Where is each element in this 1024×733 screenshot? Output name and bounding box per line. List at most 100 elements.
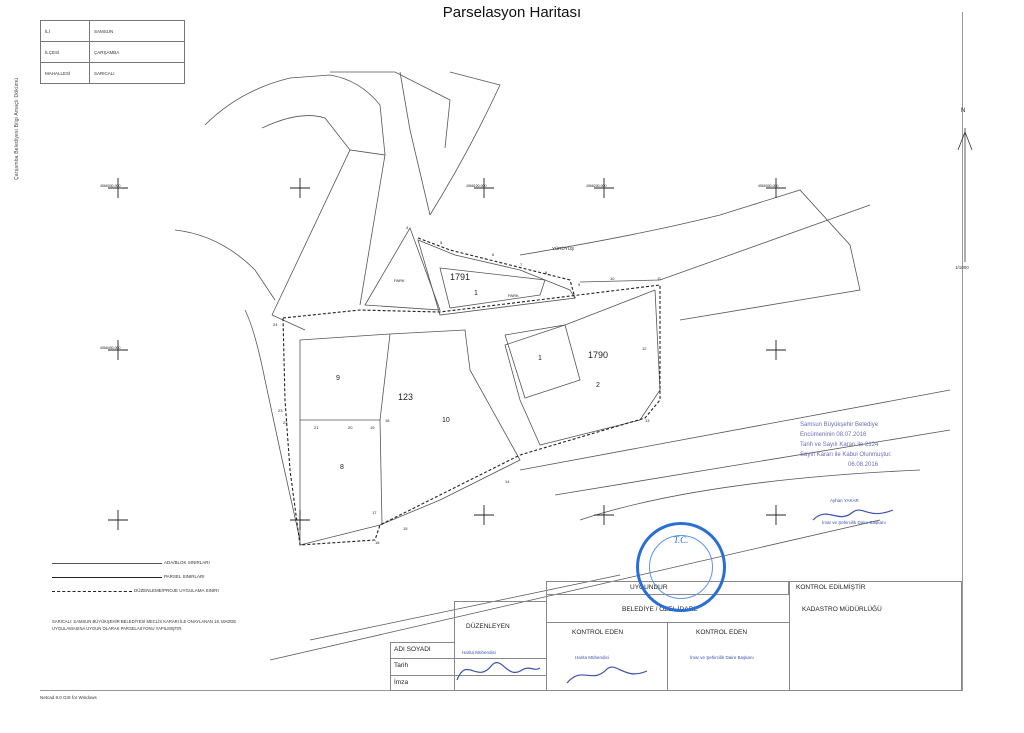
road-edge [579,469,921,521]
seal-text: T.C. [673,535,689,545]
duzenleyen-label: DÜZENLEYEN [466,623,510,630]
approval-line: Sayılı Kararı ile Kabul Olunmuştur. [800,452,892,458]
parcel-number: 9 [336,375,340,382]
point-number: 23 [278,408,283,413]
block-number: 1790 [588,350,609,360]
parcel-number: 10 [442,417,450,424]
municipality-approval: Samsun Büyükşehir Belediye Encümeninin 0… [800,420,892,470]
point-number: 12 [642,346,647,351]
application-boundary [417,237,576,299]
kontrol-edilmistir-label: KONTROL EDİLMİŞTİR [796,584,866,591]
approval-table [546,581,962,691]
point-number: 10 [610,276,615,281]
grid-cross [766,178,786,198]
parcel-number: 8 [340,464,344,471]
road-edge [174,229,276,301]
road-edge [554,429,951,496]
adi-soyadi-label: ADI SOYADI [394,646,431,653]
point-number: 9 [578,282,581,287]
legend-item: ADA/BLOK SINIRLARI [52,558,252,572]
road-edge [579,204,871,283]
table-divider [390,675,546,676]
road-edge [519,389,951,471]
point-number: 13 [645,418,650,423]
park-label: PARK [508,293,519,298]
legend-item: PARSEL SINIRLARI [52,572,252,586]
official-seal-icon: T.C. [636,522,726,612]
point-number: 14 [505,479,510,484]
legend-label: PARSEL SINIRLARI [164,574,205,579]
duzenleyen-box [454,601,546,691]
parcel-line [300,333,391,421]
point-number: 18 [385,418,390,423]
legend: ADA/BLOK SINIRLARI PARSEL SINIRLARI DÜZE… [52,558,252,600]
parcel-number: 1 [474,290,478,297]
approval-line: 06.08.2016 [848,462,879,468]
north-label: N [961,108,966,114]
parcel-number: 2 [596,382,600,389]
road-edge [271,314,306,331]
road-edge [269,519,881,661]
signature-icon [812,509,894,521]
coord-label: 4566200.000 [586,184,607,188]
kontrol-eden-label: KONTROL EDEN [696,629,748,636]
point-number: 7 [520,262,523,267]
point-number: 5 [440,240,443,245]
road-edge [519,189,861,321]
road-edge [429,71,501,216]
point-number: 21 [314,425,319,430]
signer-title: İmar ve Şehircilik Daire Başkanı [822,520,886,525]
north-arrow-icon [957,128,973,262]
point-number: 19 [370,425,375,430]
tarih-label: Tarih [394,662,409,669]
grid-cross [290,178,310,198]
grid-crosses [108,178,786,530]
signer-name: Ayhan YAKAR [830,498,859,503]
grid-cross [766,505,786,525]
grid-cross [108,178,128,198]
grid-cross [474,178,494,198]
parcel-line [379,419,383,526]
plan-note: SARICALI: SAMSUN BÜYÜKŞEHİR BELEDİYESİ M… [52,619,237,631]
legend-swatch-thick [52,577,162,578]
legend-item: DÜZENLEME/PROJE UYGULAMA SINIRI [52,586,252,600]
point-number: 8 [545,270,548,275]
belediye-label: BELEDİYE / ÖZEL İDARE [622,606,698,613]
grid-cross [766,340,786,360]
info-value: SARICALI [89,62,185,84]
signer-title: Harita Mühendisi [462,650,496,655]
road-edge [330,71,451,149]
block-1791 [417,239,576,316]
grid-cross [108,510,128,530]
grid-cross [474,505,494,525]
point-number: 22 [283,420,288,425]
approval-line: Encümeninin 08.07.2016 [800,432,867,438]
block-outline [271,149,386,316]
signature-icon [456,662,541,681]
software-footer: Netcad 8.0 GIS for Windows [40,695,97,700]
point-number: 11 [657,276,662,281]
road-edge [309,574,621,641]
imza-label: İmza [394,679,409,686]
kadastro-label: KADASTRO MÜDÜRLÜĞÜ [802,606,882,613]
point-number: 16 [375,540,380,545]
point-number: 4 [406,225,409,230]
legend-swatch-dashed [52,591,132,592]
point-number: 17 [372,510,377,515]
coord-label: 4566000.000 [100,184,121,188]
map-title: Parselasyon Haritası [442,4,582,21]
grid-cross [594,178,614,198]
signer-title: İmar ve Şehircilik Daire Başkanı [690,655,754,660]
seal-inner-ring [649,535,713,599]
parcel-1 [504,324,581,399]
coord-label: 4566100.000 [466,184,487,188]
park-block [439,267,546,309]
table-divider [789,581,790,691]
point-number: 15 [403,526,408,531]
table-divider [390,658,546,659]
application-boundary [282,284,661,546]
grid-cross [108,340,128,360]
grid-cross [594,505,614,525]
